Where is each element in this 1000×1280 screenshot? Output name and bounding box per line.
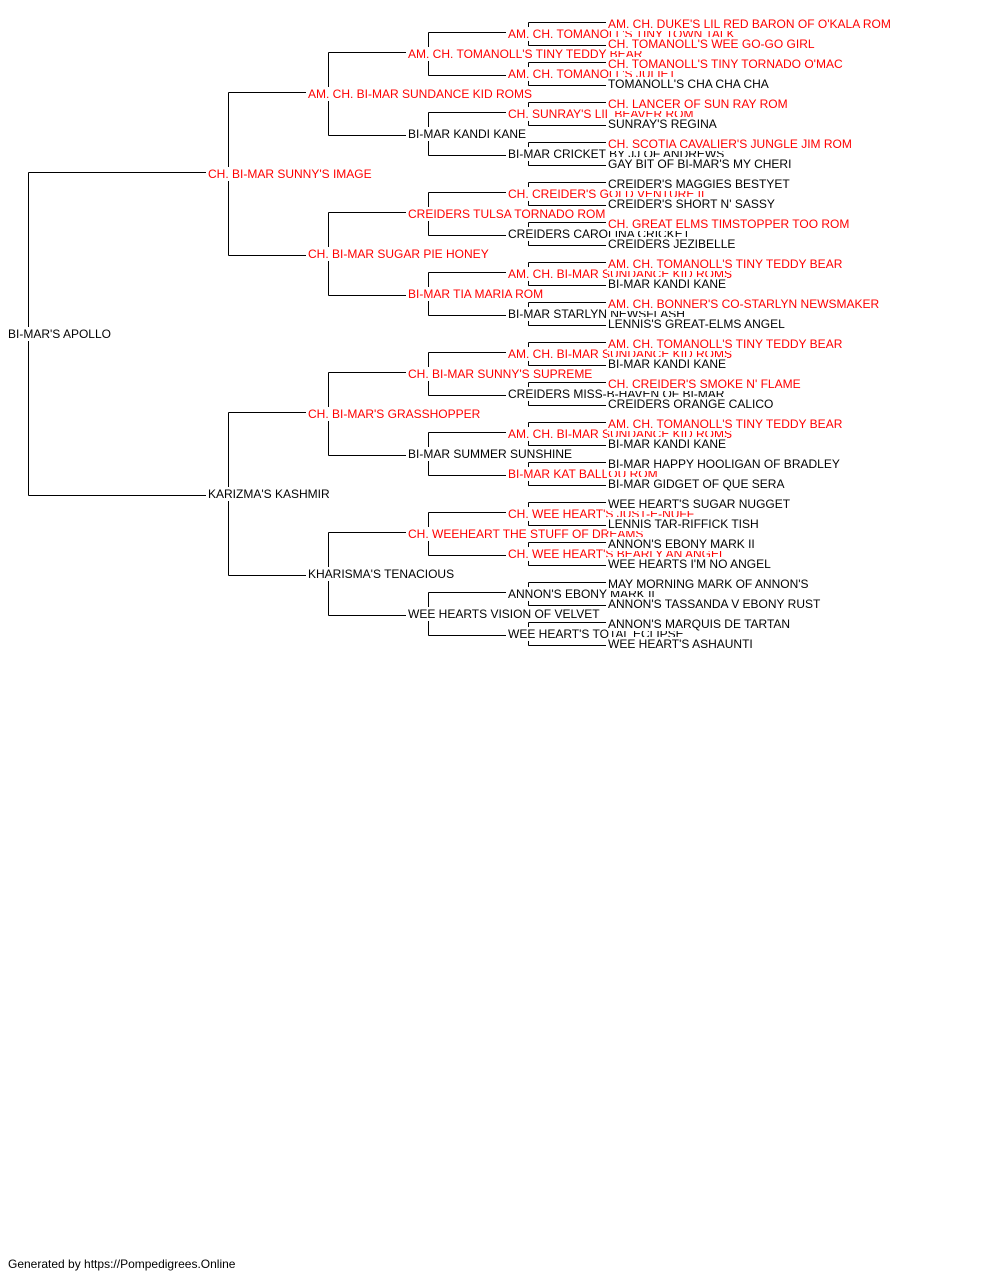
ancestor-gen5: ANNON'S TASSANDA V EBONY RUST [607, 597, 822, 611]
subject-dog: BI-MAR'S APOLLO [7, 327, 112, 341]
ancestor-gen5: CREIDER'S MAGGIES BESTYET [607, 177, 791, 191]
ancestor-gen5: AM. CH. TOMANOLL'S TINY TEDDY BEAR [607, 257, 844, 271]
ancestor-gen5: CREIDERS JEZIBELLE [607, 237, 737, 251]
ancestor-gen1: CH. BI-MAR SUNNY'S IMAGE [207, 167, 373, 181]
ancestor-gen5: AM. CH. DUKE'S LIL RED BARON OF O'KALA R… [607, 17, 892, 31]
ancestor-gen3: AM. CH. TOMANOLL'S TINY TEDDY BEAR [407, 47, 644, 61]
ancestor-gen5: AM. CH. TOMANOLL'S TINY TEDDY BEAR [607, 337, 844, 351]
ancestor-gen3: BI-MAR KANDI KANE [407, 127, 528, 141]
ancestor-gen3: BI-MAR TIA MARIA ROM [407, 287, 545, 301]
ancestor-gen2: CH. BI-MAR SUGAR PIE HONEY [307, 247, 490, 261]
ancestor-gen5: BI-MAR KANDI KANE [607, 277, 728, 291]
ancestor-gen5: LENNIS TAR-RIFFICK TISH [607, 517, 760, 531]
ancestor-gen5: WEE HEARTS I'M NO ANGEL [607, 557, 772, 571]
ancestor-gen5: WEE HEART'S SUGAR NUGGET [607, 497, 792, 511]
ancestor-gen5: BI-MAR KANDI KANE [607, 357, 728, 371]
ancestor-gen5: ANNON'S MARQUIS DE TARTAN [607, 617, 792, 631]
ancestor-gen5: CH. CREIDER'S SMOKE N' FLAME [607, 377, 802, 391]
ancestor-gen5: CH. TOMANOLL'S WEE GO-GO GIRL [607, 37, 816, 51]
ancestor-gen3: BI-MAR SUMMER SUNSHINE [407, 447, 574, 461]
ancestor-gen5: TOMANOLL'S CHA CHA CHA [607, 77, 770, 91]
ancestor-gen5: WEE HEART'S ASHAUNTI [607, 637, 754, 651]
footer-credit[interactable]: Generated by https://Pompedigrees.Online [8, 1257, 236, 1271]
ancestor-gen3: WEE HEARTS VISION OF VELVET [407, 607, 601, 621]
ancestor-gen1: KARIZMA'S KASHMIR [207, 487, 331, 501]
ancestor-gen5: CH. TOMANOLL'S TINY TORNADO O'MAC [607, 57, 844, 71]
ancestor-gen5: CH. SCOTIA CAVALIER'S JUNGLE JIM ROM [607, 137, 853, 151]
ancestor-gen5: BI-MAR KANDI KANE [607, 437, 728, 451]
ancestor-gen3: CH. WEEHEART THE STUFF OF DREAMS [407, 527, 645, 541]
ancestor-gen2: CH. BI-MAR'S GRASSHOPPER [307, 407, 482, 421]
ancestor-gen5: ANNON'S EBONY MARK II [607, 537, 756, 551]
ancestor-gen5: BI-MAR HAPPY HOOLIGAN OF BRADLEY [607, 457, 841, 471]
ancestor-gen2: AM. CH. BI-MAR SUNDANCE KID ROMS [307, 87, 534, 101]
ancestor-gen2: KHARISMA'S TENACIOUS [307, 567, 456, 581]
ancestor-gen3: CH. BI-MAR SUNNY'S SUPREME [407, 367, 594, 381]
ancestor-gen5: LENNIS'S GREAT-ELMS ANGEL [607, 317, 786, 331]
ancestor-gen5: MAY MORNING MARK OF ANNON'S [607, 577, 810, 591]
ancestor-gen5: AM. CH. BONNER'S CO-STARLYN NEWSMAKER [607, 297, 881, 311]
ancestor-gen5: CREIDERS ORANGE CALICO [607, 397, 775, 411]
ancestor-gen5: CH. GREAT ELMS TIMSTOPPER TOO ROM [607, 217, 851, 231]
ancestor-gen5: SUNRAY'S REGINA [607, 117, 718, 131]
ancestor-gen5: BI-MAR GIDGET OF QUE SERA [607, 477, 786, 491]
ancestor-gen5: CH. LANCER OF SUN RAY ROM [607, 97, 789, 111]
ancestor-gen5: CREIDER'S SHORT N' SASSY [607, 197, 776, 211]
ancestor-gen5: GAY BIT OF BI-MAR'S MY CHERI [607, 157, 793, 171]
ancestor-gen5: AM. CH. TOMANOLL'S TINY TEDDY BEAR [607, 417, 844, 431]
ancestor-gen3: CREIDERS TULSA TORNADO ROM [407, 207, 607, 221]
